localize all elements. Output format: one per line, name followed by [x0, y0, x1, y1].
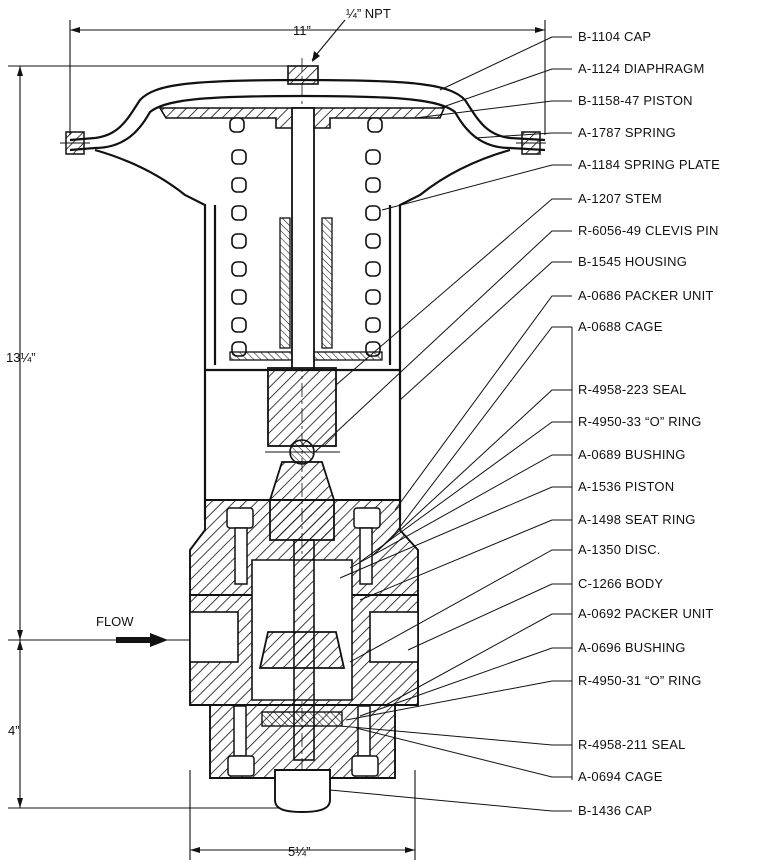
overall-height-dimension: 13¼” [6, 350, 36, 365]
part-label: A-1124 DIAPHRAGM [578, 61, 705, 76]
part-label: R-4958-223 SEAL [578, 382, 687, 397]
flow-label: FLOW [96, 614, 134, 629]
lower-height-dimension: 4” [8, 723, 20, 738]
part-label: A-0692 PACKER UNIT [578, 606, 714, 621]
part-label: A-0688 CAGE [578, 319, 663, 334]
bottom-width-dimension: 5¼” [288, 844, 310, 859]
part-label: A-1787 SPRING [578, 125, 676, 140]
part-label: C-1266 BODY [578, 576, 663, 591]
part-label: B-1158-47 PISTON [578, 93, 693, 108]
part-label: R-4950-33 “O” RING [578, 414, 702, 429]
part-label: A-1207 STEM [578, 191, 662, 206]
port-size-label: ¼” NPT [346, 6, 391, 21]
part-label: A-0689 BUSHING [578, 447, 686, 462]
part-label: A-0694 CAGE [578, 769, 663, 784]
stem [291, 107, 315, 371]
part-label: R-4950-31 “O” RING [578, 673, 702, 688]
dimension-lines [8, 19, 546, 860]
part-label: A-1536 PISTON [578, 479, 674, 494]
part-label: A-1350 DISC. [578, 542, 661, 557]
part-label: A-0696 BUSHING [578, 640, 686, 655]
part-label: A-1184 SPRING PLATE [578, 157, 720, 172]
part-callouts: B-1104 CAP A-1124 DIAPHRAGM B-1158-47 PI… [578, 29, 720, 818]
valve-body [189, 499, 419, 813]
part-label: R-6056-49 CLEVIS PIN [578, 223, 719, 238]
top-width-dimension: 11” [293, 23, 311, 38]
part-label: B-1545 HOUSING [578, 254, 687, 269]
part-label: A-0686 PACKER UNIT [578, 288, 714, 303]
part-label: R-4958-211 SEAL [578, 737, 686, 752]
part-label: B-1436 CAP [578, 803, 652, 818]
part-label: A-1498 SEAT RING [578, 512, 696, 527]
part-label: B-1104 CAP [578, 29, 651, 44]
leader-lines [314, 36, 573, 812]
flow-arrow-icon [116, 633, 168, 647]
